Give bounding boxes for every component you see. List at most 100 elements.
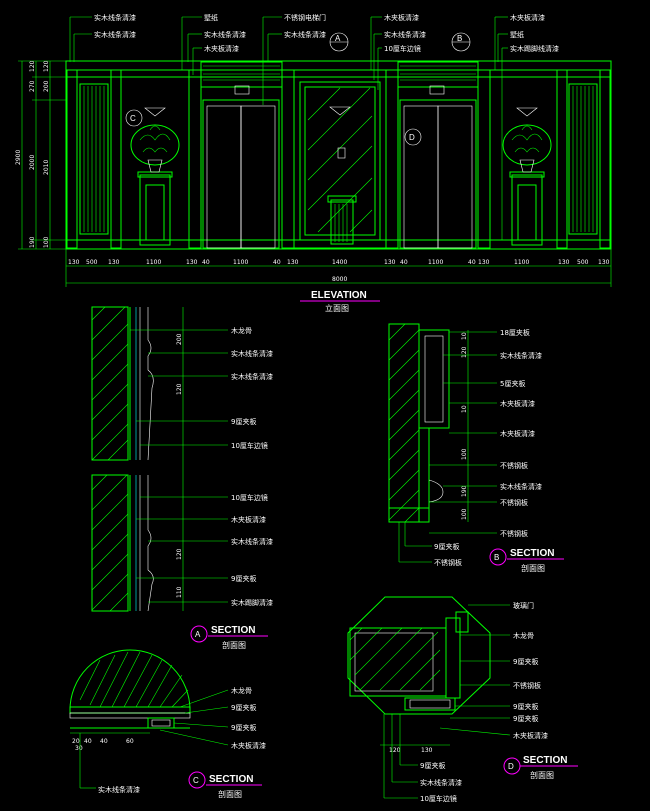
drawing-stroke <box>173 722 229 728</box>
section-c-title: SECTION <box>209 774 253 785</box>
right-elevator-door <box>397 61 479 249</box>
drawing-stroke <box>404 128 422 146</box>
drawing-stroke <box>403 105 439 249</box>
drawing-stroke <box>437 105 473 249</box>
elevation-bottom-dimensions: 130 500 130 1100 130 40 1100 40 130 1400… <box>65 249 612 287</box>
drawing-stroke <box>327 195 357 203</box>
drawing-label: 玻璃门 <box>513 601 534 610</box>
drawing-label: 120 <box>176 383 183 395</box>
drawing-label: 实木线条清漆 <box>98 785 140 794</box>
drawing-label: 9厘夹板 <box>420 761 445 770</box>
drawing-label: 500 <box>86 259 98 266</box>
drawing-stroke <box>404 697 456 711</box>
drawing-label: 9厘夹板 <box>231 417 256 426</box>
drawing-stroke <box>385 69 399 249</box>
drawing-label: C <box>193 776 199 785</box>
left-elevator-door <box>200 61 283 249</box>
drawing-stroke <box>397 61 479 88</box>
drawing-stroke <box>79 83 109 235</box>
drawing-label: 1100 <box>146 259 161 266</box>
drawing-label: 9厘夹板 <box>434 542 459 551</box>
section-b-subtitle: 剖面图 <box>521 563 545 573</box>
drawing-label: A <box>195 630 201 639</box>
drawing-label: 木夹板清漆 <box>500 399 535 408</box>
drawing-label: 30 <box>75 745 83 752</box>
drawing-stroke <box>130 124 180 166</box>
drawing-label: B <box>457 34 462 43</box>
drawing-label: 不锈钢电梯门 <box>284 13 326 22</box>
drawing-stroke <box>299 81 381 241</box>
drawing-stroke <box>184 706 229 714</box>
drawing-stroke <box>502 124 552 166</box>
drawing-stroke <box>337 147 346 159</box>
drawing-stroke <box>91 306 129 461</box>
section-d-drawing: 120 130 玻璃门 木龙骨 9厘夹板 不锈钢板 9厘夹板 9厘夹板 木夹板清… <box>347 596 578 803</box>
drawing-label: 130 <box>558 259 570 266</box>
drawing-stroke <box>147 475 154 612</box>
drawing-label: 270 <box>29 80 36 92</box>
drawing-label: 实木线条清漆 <box>94 30 136 39</box>
drawing-label: 木夹板清漆 <box>513 731 548 740</box>
drawing-label: 10厘车边镜 <box>231 441 268 450</box>
drawing-label: B <box>494 553 499 562</box>
drawing-stroke <box>511 174 543 246</box>
drawing-label: 不锈钢板 <box>500 529 528 538</box>
drawing-label: 60 <box>126 738 134 745</box>
drawing-stroke <box>125 109 143 127</box>
drawing-label: 实木线条清漆 <box>94 13 136 22</box>
drawing-stroke <box>147 307 154 461</box>
drawing-stroke <box>304 86 376 236</box>
drawing-label: 10厘车边镜 <box>384 44 421 53</box>
drawing-label: C <box>130 114 136 123</box>
left-slat-panel <box>79 83 109 235</box>
drawing-label: 木龙骨 <box>231 326 252 335</box>
drawing-stroke <box>429 85 445 95</box>
section-b-title: SECTION <box>510 548 554 559</box>
drawing-stroke <box>147 159 163 173</box>
drawing-label: D <box>409 133 415 142</box>
drawing-label: 130 <box>108 259 120 266</box>
drawing-stroke <box>424 335 444 423</box>
drawing-label: 10 <box>461 332 468 340</box>
drawing-stroke <box>329 106 351 116</box>
drawing-label: 190 <box>29 236 36 248</box>
drawing-label: 2900 <box>15 150 22 165</box>
section-d-subtitle: 剖面图 <box>530 770 554 780</box>
drawing-stroke <box>69 706 191 714</box>
drawing-label: 木龙骨 <box>231 686 252 695</box>
drawing-stroke <box>388 323 420 523</box>
drawing-stroke <box>69 649 191 711</box>
drawing-stroke <box>307 87 373 233</box>
drawing-stroke <box>234 85 250 95</box>
drawing-label: D <box>508 762 514 771</box>
drawing-stroke <box>388 323 420 523</box>
drawing-label: 190 <box>461 485 468 497</box>
drawing-label: 实木线条清漆 <box>231 537 273 546</box>
elevation-subtitle: 立面图 <box>325 303 349 313</box>
drawing-stroke <box>517 184 537 241</box>
drawing-stroke <box>139 174 171 246</box>
drawing-label: 130 <box>287 259 299 266</box>
drawing-label: 不锈钢板 <box>513 681 541 690</box>
drawing-label: 10 <box>461 405 468 413</box>
drawing-label: 1100 <box>428 259 443 266</box>
drawing-label: 10厘车边镜 <box>420 794 457 803</box>
drawing-stroke <box>281 69 295 249</box>
drawing-stroke <box>568 83 598 235</box>
section-d-title: SECTION <box>523 755 567 766</box>
drawing-stroke <box>439 727 511 736</box>
drawing-stroke <box>144 107 166 117</box>
drawing-stroke <box>190 625 208 643</box>
drawing-stroke <box>418 427 430 509</box>
drawing-stroke <box>455 611 469 633</box>
drawing-stroke <box>409 699 451 709</box>
drawing-label: 1100 <box>233 259 248 266</box>
section-a-subtitle: 剖面图 <box>222 640 246 650</box>
drawing-label: 墅纸 <box>510 30 524 39</box>
drawing-stroke <box>388 507 430 523</box>
drawing-label: 40 <box>273 259 281 266</box>
drawing-label: 实木线条清漆 <box>384 30 426 39</box>
drawing-label: 木夹板清漆 <box>204 44 239 53</box>
drawing-label: 120 <box>176 548 183 560</box>
